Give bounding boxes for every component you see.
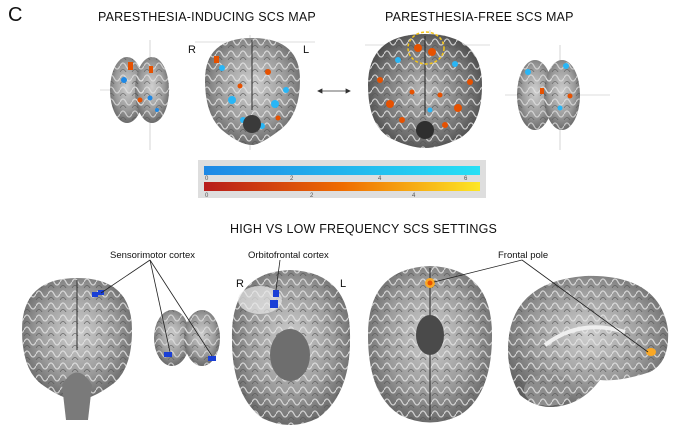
brain-sagittal xyxy=(508,275,669,408)
colorbar-panel: 0 2 4 6 0 2 4 xyxy=(198,160,486,199)
blue-tick-0: 0 xyxy=(205,176,209,182)
brain-coronal-free xyxy=(368,31,482,148)
frequency-settings-title: HIGH VS LOW FREQUENCY SCS SETTINGS xyxy=(230,222,498,236)
brain-coronal-bottom xyxy=(22,278,132,420)
brain-axial-orbitofrontal xyxy=(231,270,351,425)
orbitofrontal-cortex-label: Orbitofrontal cortex xyxy=(248,250,329,261)
red-tick-2: 2 xyxy=(310,193,314,199)
red-tick-4: 4 xyxy=(412,193,416,199)
sensorimotor-blob-coronal xyxy=(92,292,98,297)
hemisphere-left-label-top: L xyxy=(303,44,310,56)
blue-tick-4: 4 xyxy=(378,176,382,182)
orbitofrontal-blob-1 xyxy=(273,290,279,297)
brain-coronal-inducing xyxy=(205,38,300,145)
frontal-pole-blob-sagittal xyxy=(646,348,656,356)
hemisphere-right-label-top: R xyxy=(188,44,196,56)
label-leader-lines xyxy=(100,259,649,357)
blue-tick-6: 6 xyxy=(464,176,468,182)
highlight-circle xyxy=(407,31,445,65)
frontal-pole-label: Frontal pole xyxy=(498,250,549,261)
brain-axial-inducing xyxy=(110,57,169,123)
colorbar-red xyxy=(204,182,480,191)
panel-letter: C xyxy=(8,4,23,26)
sensorimotor-blob-axial-right xyxy=(208,356,216,361)
paresthesia-inducing-title: PARESTHESIA-INDUCING SCS MAP xyxy=(98,10,316,24)
brain-axial-free xyxy=(517,60,580,130)
hemisphere-left-label-bottom: L xyxy=(340,278,347,290)
sensorimotor-cortex-label: Sensorimotor cortex xyxy=(110,250,196,261)
paresthesia-free-title: PARESTHESIA-FREE SCS MAP xyxy=(385,10,574,24)
colorbar-blue xyxy=(204,166,480,175)
red-tick-0: 0 xyxy=(205,193,209,199)
brain-axial-small-bottom xyxy=(154,310,220,366)
blue-tick-2: 2 xyxy=(290,176,294,182)
orbitofrontal-blob-2 xyxy=(270,300,278,308)
comparison-arrow xyxy=(317,88,351,94)
sensorimotor-blob-axial-left xyxy=(164,352,172,357)
brain-axial-frontal-pole xyxy=(368,266,492,423)
hemisphere-right-label-bottom: R xyxy=(236,278,244,290)
